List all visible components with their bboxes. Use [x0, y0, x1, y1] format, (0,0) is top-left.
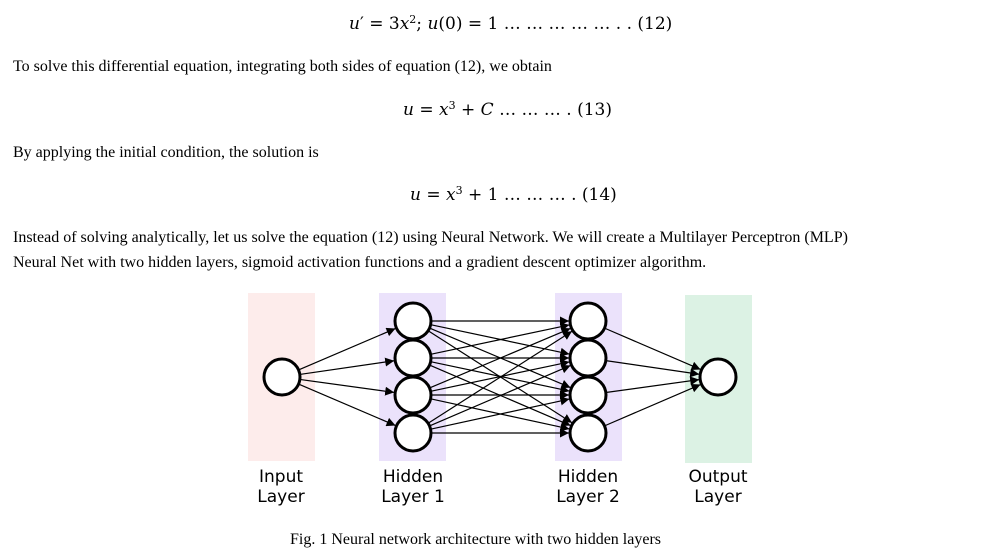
eq13-constant: C	[480, 100, 494, 120]
eq14-equals: =	[420, 185, 447, 205]
paragraph-3-line-1: Instead of solving analytically, let us …	[13, 229, 848, 246]
connection-arrow-24	[604, 383, 701, 427]
hidden-layer-2-label-line2: Layer 2	[556, 487, 620, 507]
hidden1-node-3	[393, 375, 433, 415]
connection-arrow-9	[430, 322, 570, 355]
paragraph-3-line-2: Neural Net with two hidden layers, sigmo…	[13, 254, 707, 271]
eq13-number: … … … . (13)	[493, 100, 613, 120]
connection-arrow-18	[429, 364, 571, 427]
hidden2-node-3	[568, 375, 608, 415]
eq13-var-x: x	[439, 100, 449, 120]
connection-arrow-21	[604, 327, 701, 371]
eq12-separator: ;	[416, 14, 428, 34]
equation-12: u′ = 3x2; u(0) = 1 … … … … … . . (12)	[349, 13, 672, 35]
hidden-layer-1-label-line1: Hidden	[383, 467, 443, 487]
equation-13: u = x3 + C … … … . (13)	[403, 99, 612, 121]
eq14-exponent: 3	[455, 184, 463, 197]
eq14-var-u: u	[410, 185, 421, 205]
eq13-var-u: u	[403, 100, 414, 120]
connection-arrow-23	[605, 376, 700, 394]
eq12-exponent: 2	[409, 13, 417, 26]
hidden2-node-4	[568, 413, 608, 453]
connections	[298, 316, 701, 438]
output-layer-label-line2: Layer	[694, 487, 741, 507]
hidden1-node-4	[393, 413, 433, 453]
input-layer-label-line2: Layer	[257, 487, 304, 507]
figure-caption: Fig. 1 Neural network architecture with …	[290, 531, 661, 548]
eq14-var-x: x	[446, 185, 456, 205]
connection-arrow-19	[430, 396, 570, 430]
input-layer-label-line1: Input	[259, 467, 303, 487]
hidden1-node-2	[393, 338, 433, 378]
eq12-equals: = 3	[363, 14, 400, 34]
hidden-layer-2-label-line1: Hidden	[558, 467, 618, 487]
output-node	[698, 357, 738, 397]
eq13-exponent: 3	[448, 99, 456, 112]
eq12-cond-var: u	[427, 14, 439, 34]
connection-arrow-17	[427, 330, 573, 424]
connection-arrow-4	[298, 383, 396, 427]
connection-arrow-22	[605, 360, 700, 378]
connection-arrow-3	[299, 378, 395, 396]
eq12-condition: (0) = 1	[438, 14, 499, 34]
eq13-plus: +	[455, 100, 481, 120]
eq12-var-u: u	[349, 14, 360, 34]
eq12-number: … … … … … . . (12)	[498, 14, 673, 34]
eq13-equals: =	[413, 100, 440, 120]
connection-arrow-1	[298, 327, 396, 371]
eq14-number: … … … . (14)	[498, 185, 617, 205]
hidden1-node-1	[393, 301, 433, 341]
connection-arrow-13	[429, 327, 571, 389]
eq14-plus-one: + 1	[462, 185, 499, 205]
eq12-var-x: x	[399, 14, 410, 34]
output-layer-label-line1: Output	[688, 467, 747, 487]
equation-14: u = x3 + 1 … … … . (14)	[410, 184, 617, 206]
hidden2-node-1	[568, 301, 608, 341]
hidden-layer-1-label-line2: Layer 1	[381, 487, 445, 507]
eq12-prime: ′	[359, 14, 364, 34]
input-node	[262, 357, 302, 397]
hidden2-node-2	[568, 338, 608, 378]
paragraph-2: By applying the initial condition, the s…	[13, 144, 319, 161]
paragraph-1: To solve this differential equation, int…	[13, 58, 552, 75]
nodes	[262, 301, 738, 453]
connection-arrow-2	[299, 357, 395, 376]
